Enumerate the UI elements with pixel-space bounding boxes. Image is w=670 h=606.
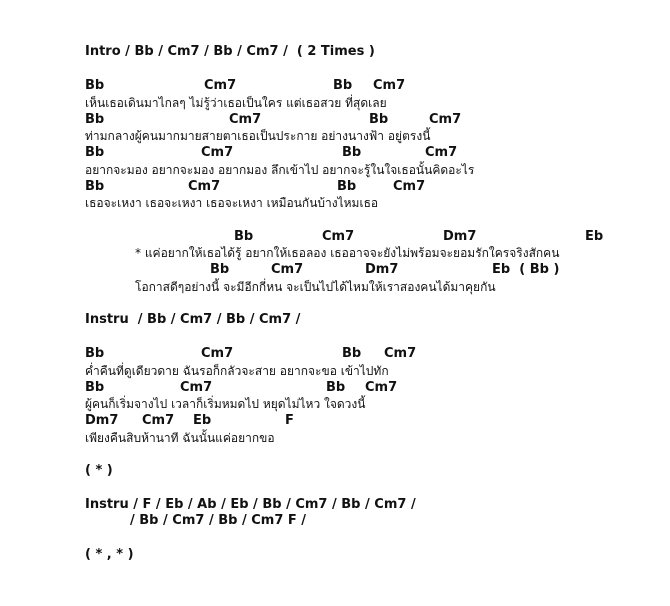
instru-line-2: Instru / F / Eb / Ab / Eb / Bb / Cm7 / B…	[85, 497, 416, 512]
chord: Bb	[337, 179, 357, 194]
chord: Bb	[85, 380, 105, 395]
lyric-line: เห็นเธอเดินมาไกลๆ ไม่รู้ว่าเธอเป็นใคร แต…	[85, 96, 387, 110]
chord: Cm7	[373, 78, 406, 93]
lyric-line: เพียงคืนสิบห้านาที ฉันนั้นแค่อยากขอ	[85, 431, 275, 445]
chord: Dm7	[443, 229, 477, 244]
chord: Cm7	[384, 346, 417, 361]
chord: Bb	[85, 78, 105, 93]
lyric-line: เธอจะเหงา เธอจะเหงา เธอจะเหงา เหมือนกันบ…	[85, 196, 379, 210]
chord: Eb	[193, 413, 212, 428]
chord: Cm7	[429, 112, 462, 127]
chord: Bb	[326, 380, 346, 395]
lyric-line: ท่ามกลางผู้คนมากมายสายตาเธอเป็นประกาย อย…	[85, 129, 431, 143]
chord: Cm7	[393, 179, 426, 194]
chord: Cm7	[188, 179, 221, 194]
lyric-line: โอกาสดีๆอย่างนี้ จะมีอีกกี่หน จะเป็นไปได…	[135, 280, 496, 294]
chord: Bb	[234, 229, 254, 244]
lyric-line: ผู้คนก็เริ่มจางไป เวลาก็เริ่มหมดไป หยุดไ…	[85, 397, 366, 411]
chord: Bb	[369, 112, 389, 127]
repeat-marker-2: ( * , * )	[85, 547, 134, 562]
chord: Bb	[85, 346, 105, 361]
chord: Cm7	[322, 229, 355, 244]
chord: Cm7	[201, 346, 234, 361]
chord: Dm7	[85, 413, 119, 428]
chord: Bb	[342, 145, 362, 160]
chord: Bb	[85, 145, 105, 160]
chord: Bb	[333, 78, 353, 93]
chord: Bb	[210, 262, 230, 277]
instru-line-1: Instru / Bb / Cm7 / Bb / Cm7 /	[85, 312, 301, 327]
chord: Cm7	[180, 380, 213, 395]
lyric-line: * แค่อยากให้เธอได้รู้ อยากให้เธอลอง เธออ…	[135, 246, 560, 260]
chord: Cm7	[365, 380, 398, 395]
chord: Cm7	[425, 145, 458, 160]
chord: Eb ( Bb )	[492, 262, 560, 277]
chord: Cm7	[229, 112, 262, 127]
chord: Cm7	[201, 145, 234, 160]
lyric-line: ค่ำคืนที่ดูเดียวดาย ฉันรอก็กลัวจะสาย อยา…	[85, 364, 389, 378]
chord: Dm7	[365, 262, 399, 277]
chord: Eb	[585, 229, 604, 244]
chord: Cm7	[142, 413, 175, 428]
chord: Bb	[85, 179, 105, 194]
repeat-marker-1: ( * )	[85, 463, 113, 478]
chord: Cm7	[271, 262, 304, 277]
instru-line-2-continued: / Bb / Cm7 / Bb / Cm7 F /	[130, 513, 307, 528]
chord: Bb	[85, 112, 105, 127]
chord: Bb	[342, 346, 362, 361]
intro-line: Intro / Bb / Cm7 / Bb / Cm7 / ( 2 Times …	[85, 44, 375, 59]
chord: Cm7	[204, 78, 237, 93]
chord: F	[285, 413, 294, 428]
lyric-line: อยากจะมอง อยากจะมอง อยากมอง ลึกเข้าไป อย…	[85, 163, 475, 177]
